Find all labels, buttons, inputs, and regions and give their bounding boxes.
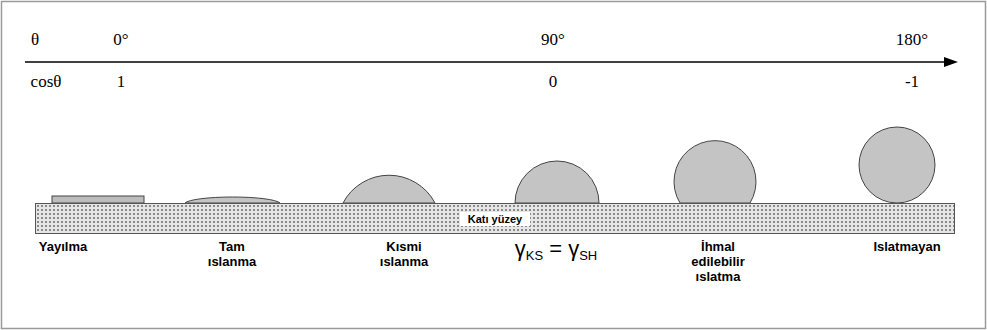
high-droplet: [674, 141, 756, 203]
axis-arrowhead: [944, 57, 958, 67]
solid-surface: Katı yüzey: [35, 203, 955, 234]
half-droplet: [515, 161, 599, 203]
angle-value: 180°: [896, 30, 928, 50]
cosine-symbol: cosθ: [31, 72, 62, 92]
angle-value: 90°: [541, 30, 565, 50]
state-label: Yayılma: [39, 240, 87, 255]
cosine-value: -1: [905, 72, 919, 92]
state-label: İhmal edilebilir ıslatma: [675, 240, 761, 285]
surface-label: Katı yüzey: [460, 212, 530, 226]
tension-equation: γKS = γSH: [515, 236, 598, 264]
angle-value: 0°: [113, 30, 128, 50]
cosine-value: 0: [549, 72, 558, 92]
angle-axis: [25, 61, 946, 63]
partial-droplet: [343, 175, 435, 203]
angle-symbol: θ: [31, 30, 39, 50]
cosine-value: 1: [117, 72, 126, 92]
round-droplet: [859, 127, 935, 203]
state-label: Islatmayan: [873, 240, 940, 255]
spread-film: [52, 196, 144, 203]
state-label: Kısmi ıslanma: [369, 240, 439, 270]
state-label: Tam ıslanma: [197, 240, 267, 270]
